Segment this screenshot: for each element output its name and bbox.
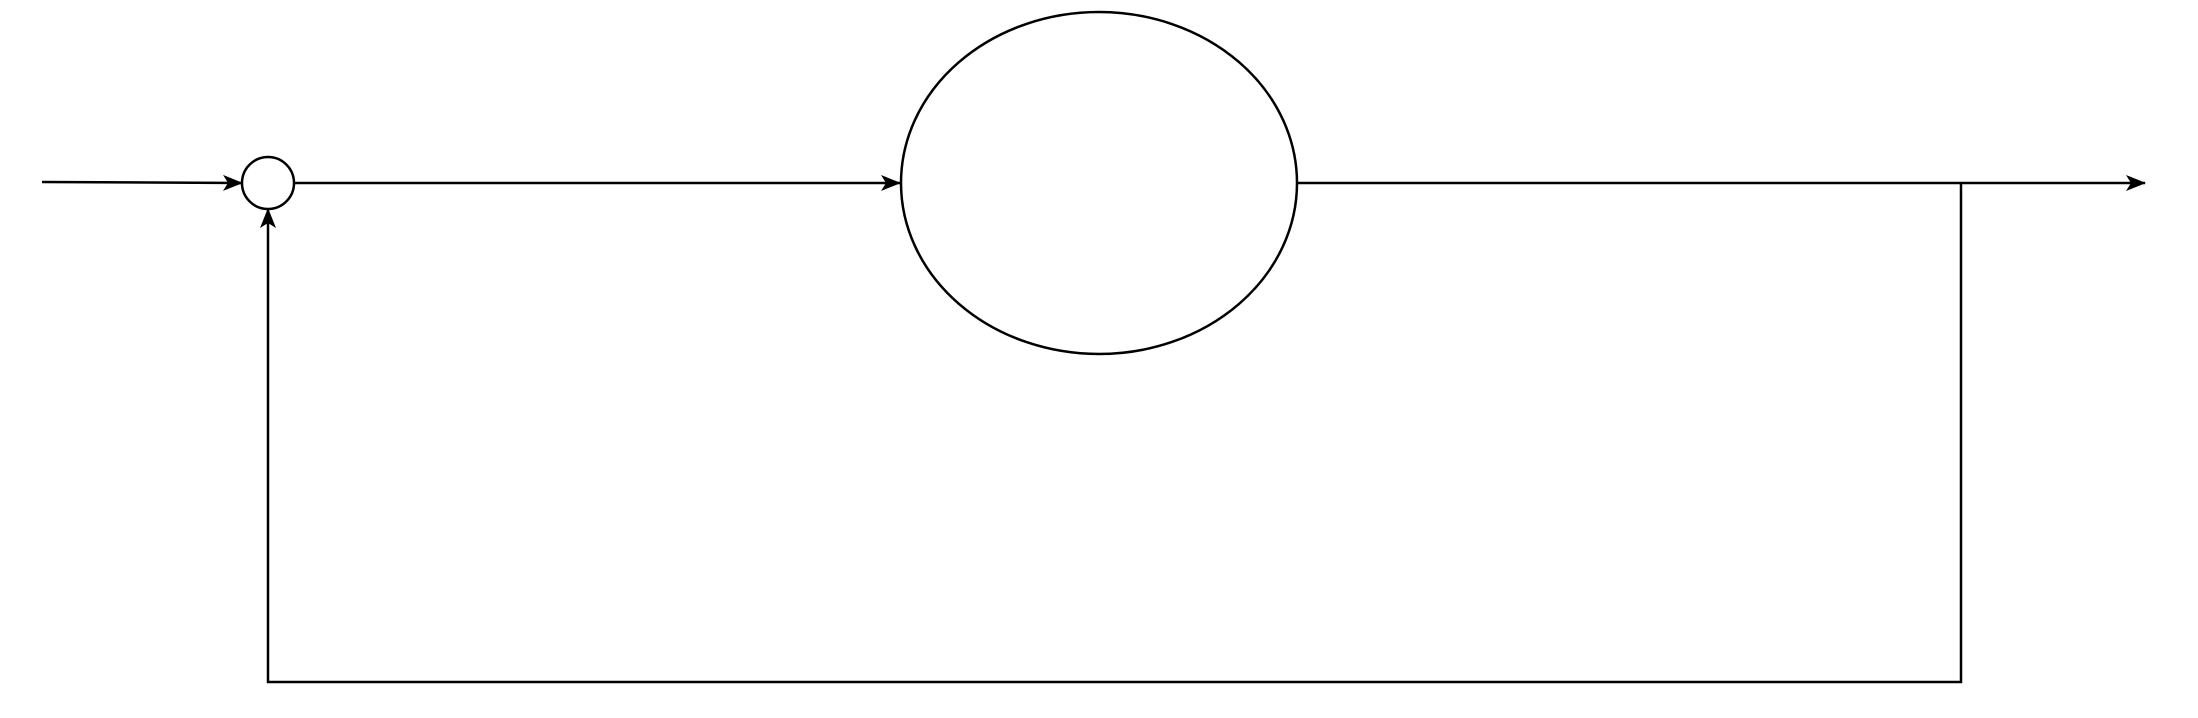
summing-junction-circle bbox=[240, 155, 296, 211]
input-arrow bbox=[41, 174, 243, 191]
process-block-ellipse bbox=[899, 10, 1299, 356]
feedback-path bbox=[260, 183, 1963, 684]
